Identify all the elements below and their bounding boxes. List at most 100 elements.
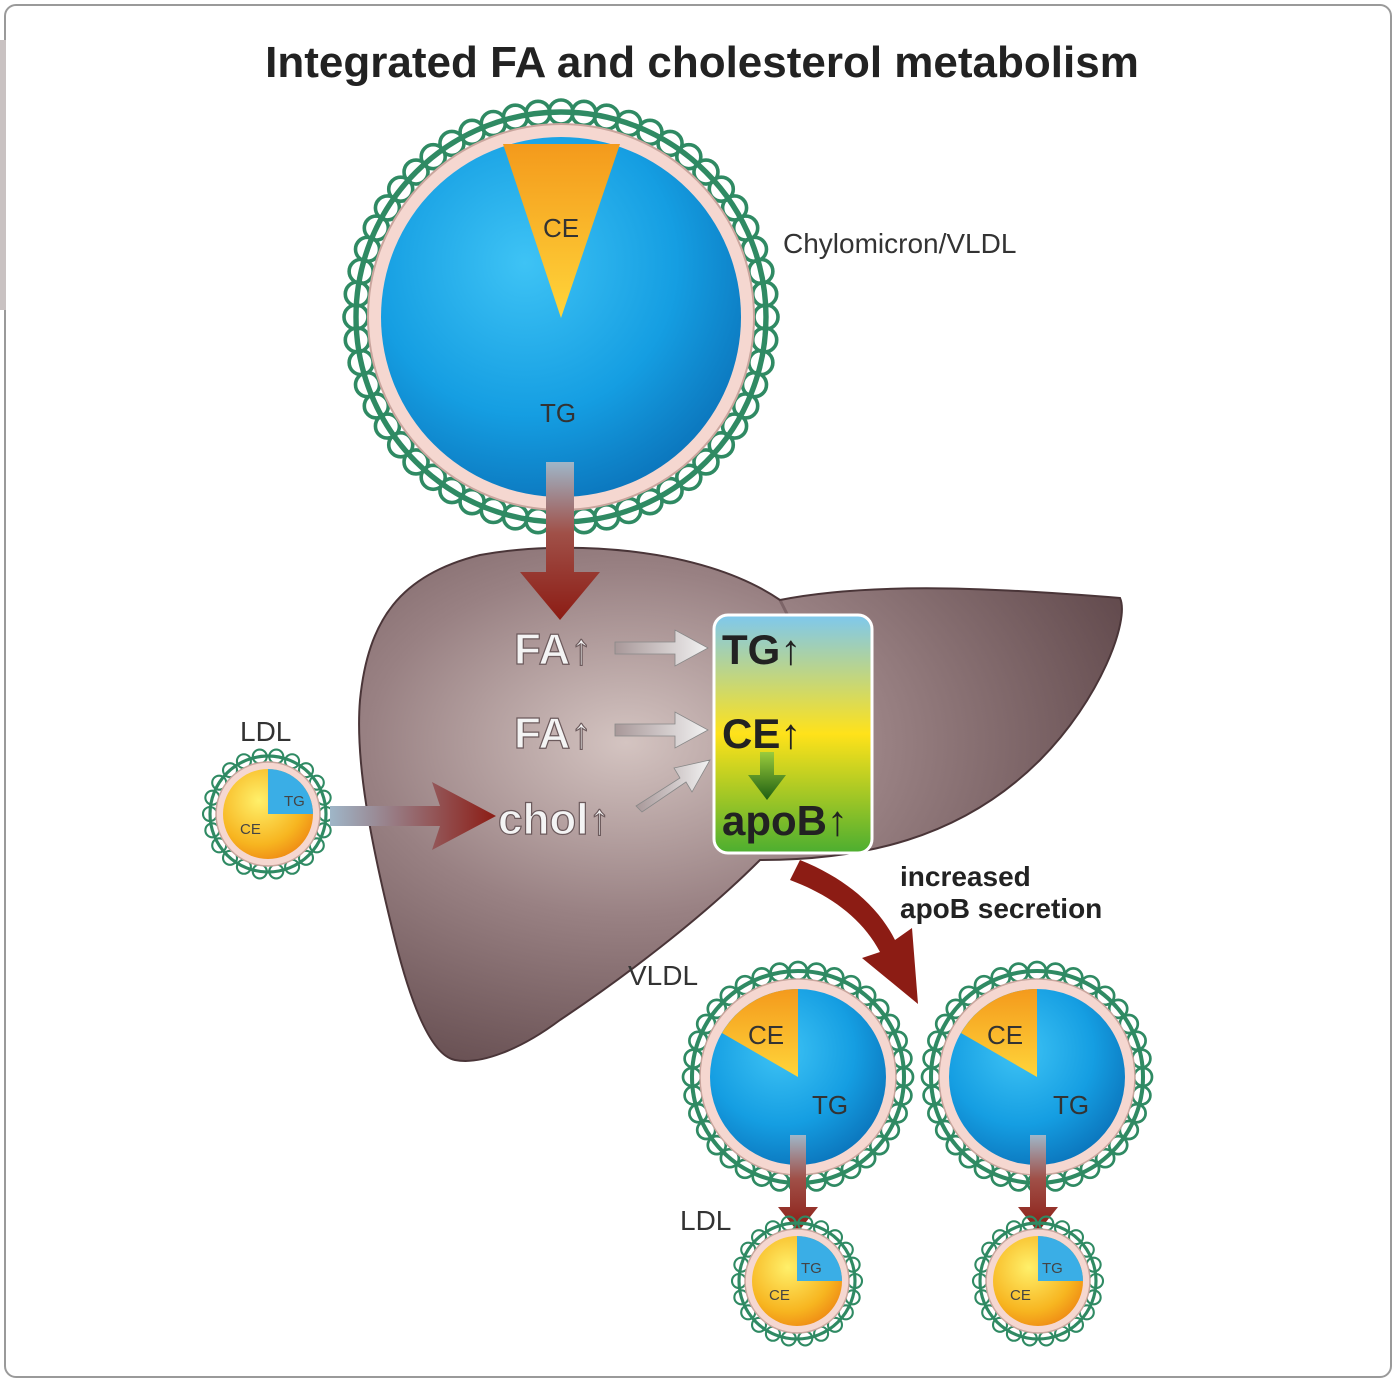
- liver-fa-upper: FA↑: [513, 624, 592, 674]
- apoprotein-loop: [1067, 1229, 1085, 1246]
- apoprotein-loop: [868, 1134, 890, 1156]
- arrow-chol-to-ce: [635, 759, 711, 813]
- chylomicron-apoprotein-shell: [342, 98, 780, 536]
- apoprotein-ring: [737, 1221, 857, 1341]
- apoprotein-loop: [386, 431, 415, 459]
- chylomicron-particle: CE TG: [342, 98, 780, 536]
- apoprotein-loop: [656, 129, 684, 158]
- apoprotein-loop: [707, 175, 736, 203]
- vldl-particle-1: CE TG: [681, 960, 915, 1194]
- apoprotein-loop: [958, 1147, 980, 1169]
- apoprotein-loop: [707, 431, 736, 459]
- ldl-left-particle: TG CE: [201, 748, 335, 880]
- diagram-title: Integrated FA and cholesterol metabolism: [265, 38, 1139, 87]
- apoprotein-loop: [826, 1229, 844, 1246]
- arrow-ldl-to-liver: [330, 782, 496, 850]
- vldl-2-ce-label: CE: [987, 1020, 1023, 1050]
- apoprotein-loop: [297, 849, 315, 866]
- apoprotein-loop: [720, 412, 749, 440]
- vldl-label: VLDL: [628, 960, 698, 991]
- box-apob-label: apoB↑: [722, 797, 848, 844]
- apoprotein-loop: [868, 998, 890, 1020]
- fa-lower-label: FA↑: [514, 709, 592, 758]
- apoprotein-loop: [692, 158, 720, 186]
- box-tg-label: TG↑: [722, 626, 801, 673]
- secretion-label-line1: increased: [900, 861, 1031, 892]
- apoprotein-loop: [402, 158, 430, 186]
- apoprotein-loop: [1067, 1316, 1085, 1333]
- ldl-bottom-1-tg-wedge: [797, 1236, 842, 1281]
- arrow-vldl2-to-ldl: [1018, 1135, 1058, 1232]
- apoprotein-loop: [1094, 985, 1116, 1007]
- apoprotein-loop: [826, 1316, 844, 1333]
- apoprotein-loop: [221, 762, 239, 779]
- apoprotein-loop: [958, 985, 980, 1007]
- apoprotein-loop: [675, 463, 703, 492]
- apoprotein-loop: [373, 194, 402, 222]
- chylomicron-ce-label: CE: [543, 213, 579, 243]
- apoprotein-loop: [991, 1316, 1009, 1333]
- apoprotein-ring: [978, 1221, 1098, 1341]
- vldl-1-tg-label: TG: [812, 1090, 848, 1120]
- apoprotein-loop: [945, 1134, 967, 1156]
- apoprotein-loop: [945, 998, 967, 1020]
- apoprotein-loop: [419, 463, 447, 492]
- secretion-label-line2: apoB secretion: [900, 893, 1102, 924]
- synthesis-box: TG↑ CE↑ apoB↑: [712, 613, 874, 855]
- apoprotein-loop: [750, 1229, 768, 1246]
- arrow-fa-to-ce: [614, 711, 709, 749]
- side-edge-mark: [0, 40, 6, 310]
- ldl-bottom-label: LDL: [680, 1205, 731, 1236]
- apoprotein-loop: [297, 762, 315, 779]
- vldl-particle-2: CE TG: [920, 960, 1154, 1194]
- chylomicron-ce-wedge: [503, 144, 620, 318]
- apoprotein-loop: [991, 1229, 1009, 1246]
- apoprotein-loop: [1094, 1147, 1116, 1169]
- ldl-bottom-2-ce-label: CE: [1010, 1287, 1031, 1304]
- ldl-left-ce-label: CE: [240, 821, 261, 838]
- ldl-bottom-1-ce-label: CE: [769, 1287, 790, 1304]
- arrow-chylomicron-to-liver: [520, 462, 600, 620]
- apoprotein-loop: [719, 985, 741, 1007]
- box-ce-label: CE↑: [722, 710, 801, 757]
- apoprotein-loop: [855, 1147, 877, 1169]
- chylomicron-label: Chylomicron/VLDL: [783, 228, 1016, 259]
- chylomicron-tg-label: TG: [540, 398, 576, 428]
- apoprotein-loop: [221, 849, 239, 866]
- arrow-fa-to-tg: [614, 629, 709, 667]
- fa-upper-label: FA↑: [514, 625, 592, 674]
- apoprotein-loop: [706, 1134, 728, 1156]
- apoprotein-loop: [706, 998, 728, 1020]
- liver-chol: chol↑: [497, 794, 611, 844]
- ldl-bottom-particle-1: TG CE: [730, 1215, 864, 1347]
- apoprotein-loop: [419, 142, 447, 171]
- apoprotein-ring: [208, 754, 328, 874]
- apoprotein-loop: [719, 1147, 741, 1169]
- ldl-left-label: LDL: [240, 716, 291, 747]
- apoprotein-loop: [692, 448, 720, 476]
- apoprotein-loop: [402, 448, 430, 476]
- vldl-2-tg-label: TG: [1053, 1090, 1089, 1120]
- arrow-ce-to-apob: [748, 752, 786, 800]
- vldl-1-ce-wedge: [722, 989, 798, 1077]
- arrow-apob-secretion: [790, 860, 918, 1004]
- apoprotein-loop: [855, 985, 877, 1007]
- apoprotein-loop: [750, 1316, 768, 1333]
- ldl-bottom-1-tg-label: TG: [801, 1260, 822, 1277]
- apoprotein-loop: [438, 476, 466, 505]
- apoprotein-loop: [675, 142, 703, 171]
- ldl-bottom-2-tg-wedge: [1038, 1236, 1083, 1281]
- vldl-2-ce-wedge: [961, 989, 1037, 1077]
- ldl-left-tg-label: TG: [284, 793, 305, 810]
- apoprotein-loop: [1107, 1134, 1129, 1156]
- synthesis-box-bg: [712, 613, 874, 855]
- ldl-bottom-particle-2: TG CE: [971, 1215, 1105, 1347]
- arrow-vldl1-to-ldl: [778, 1135, 818, 1232]
- liver-fa-lower: FA↑: [513, 708, 592, 758]
- apoprotein-loop: [386, 175, 415, 203]
- ldl-bottom-2-tg-label: TG: [1042, 1260, 1063, 1277]
- vldl-1-ce-label: CE: [748, 1020, 784, 1050]
- ldl-left-tg-wedge: [268, 769, 313, 814]
- chol-label: chol↑: [498, 795, 610, 844]
